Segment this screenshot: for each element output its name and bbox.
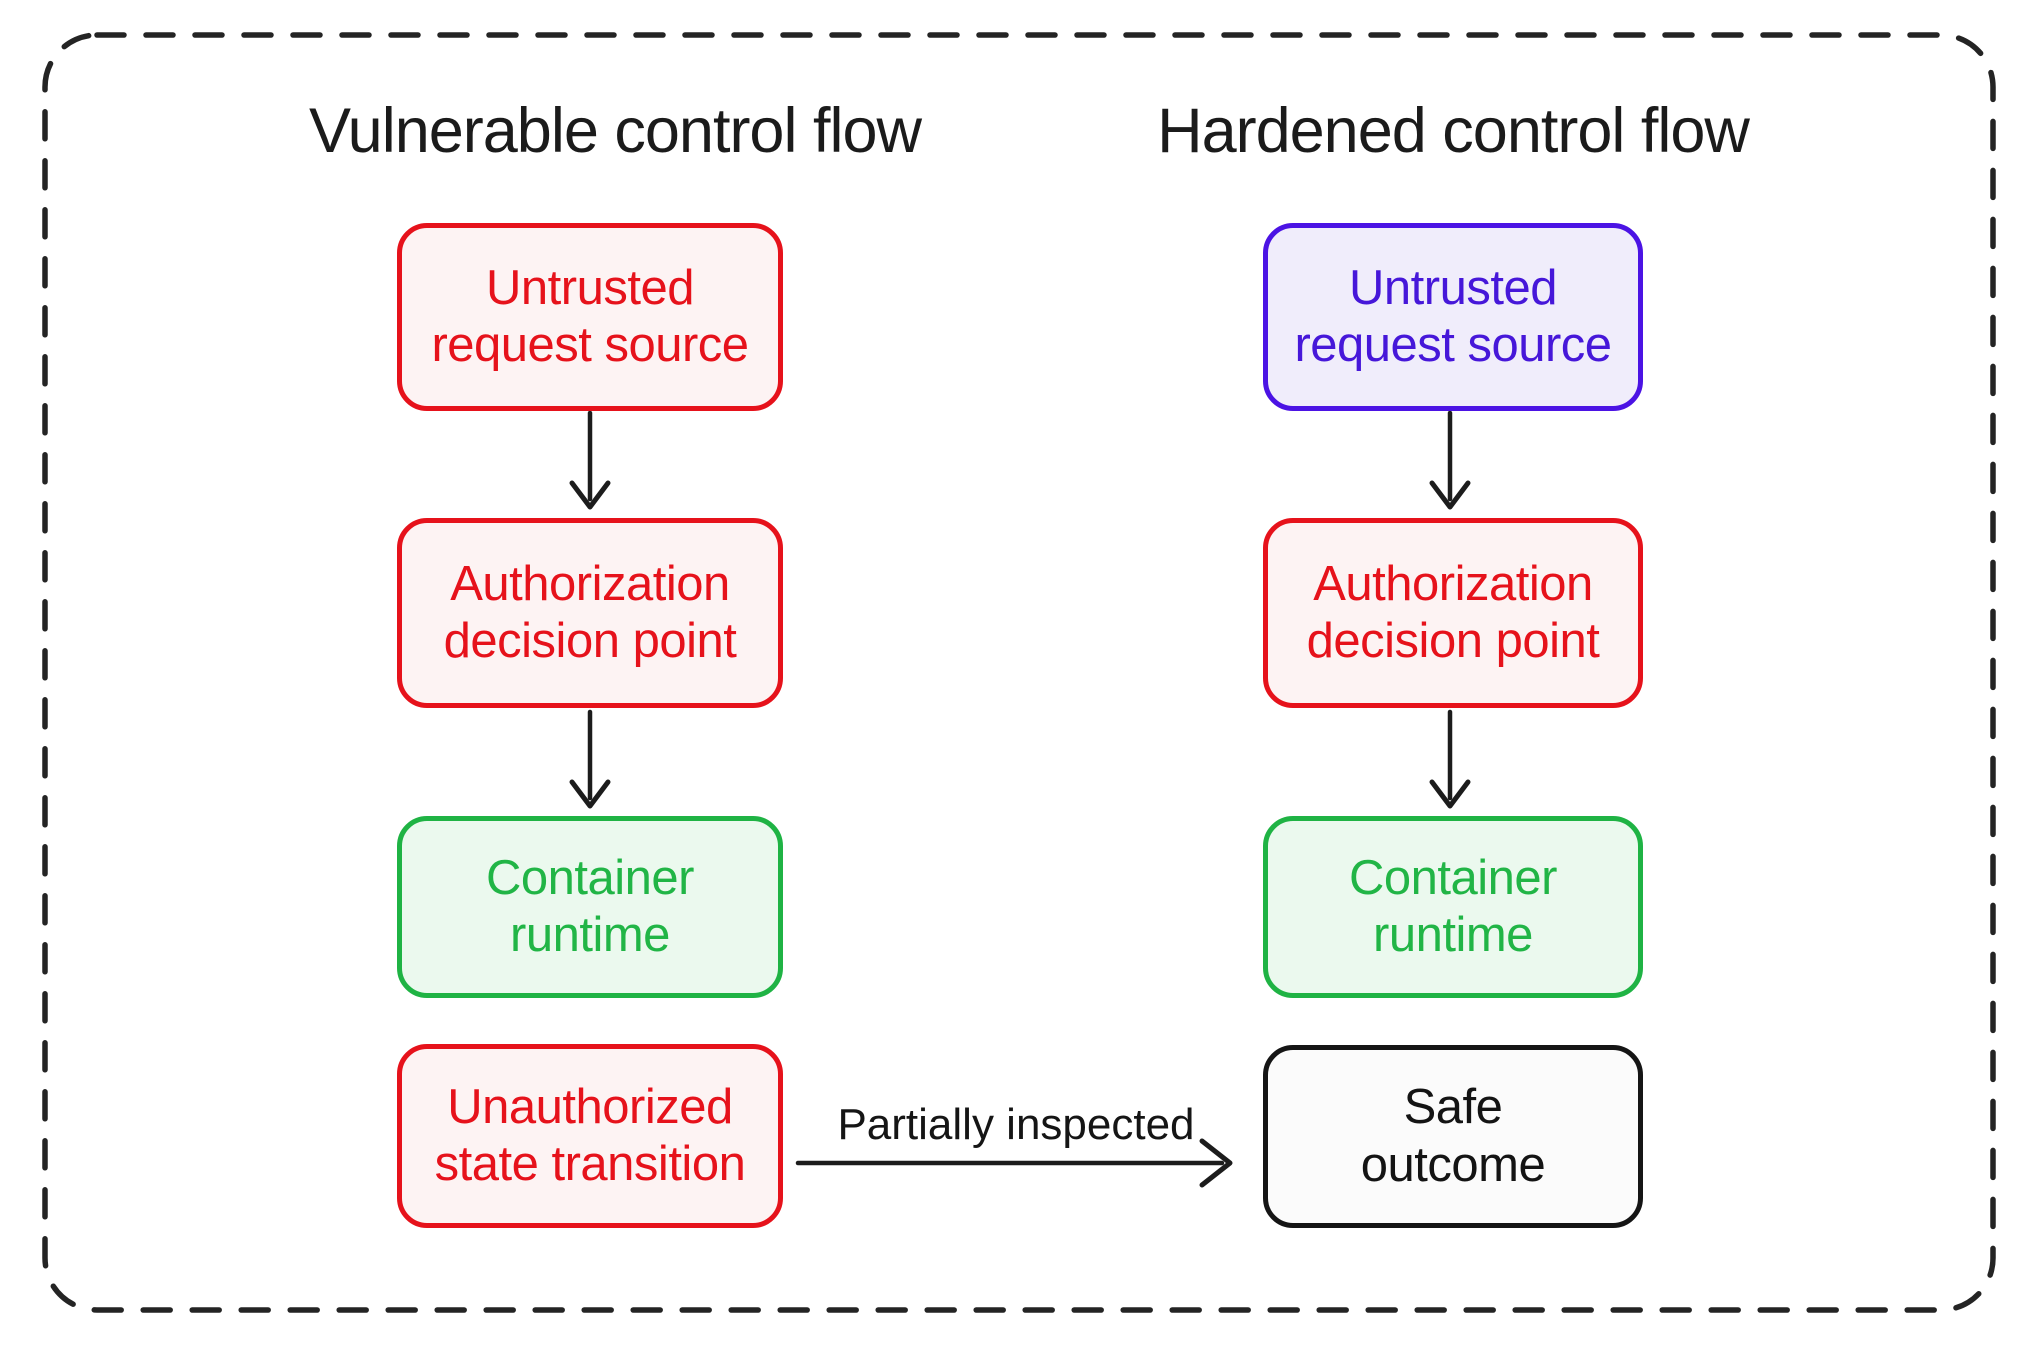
node-untrusted-request-source-left: Untrusted request source [397, 223, 783, 411]
node-label-line: request source [431, 318, 749, 372]
right-column-title: Hardened control flow [1157, 96, 1750, 166]
left-column-title: Vulnerable control flow [308, 96, 922, 166]
node-label-line: Unauthorized [447, 1079, 733, 1134]
node-untrusted-request-source-right: Untrusted request source [1263, 223, 1643, 411]
arrow-untrusted-to-authorization-right [1429, 410, 1471, 510]
node-label-line: Untrusted [486, 260, 694, 315]
node-label-line: outcome [1360, 1137, 1546, 1192]
node-label-line: runtime [1373, 908, 1533, 962]
arrow-authorization-to-runtime-right [1429, 709, 1471, 809]
node-authorization-decision-point-left: Authorization decision point [397, 518, 783, 708]
node-label-line: Authorization [1313, 556, 1593, 611]
arrow-untrusted-to-authorization-left [569, 410, 611, 510]
node-label-line: state transition [434, 1137, 746, 1191]
node-authorization-decision-point-right: Authorization decision point [1263, 518, 1643, 708]
node-label-line: decision point [1306, 614, 1600, 668]
node-container-runtime-left: Container runtime [397, 816, 783, 998]
node-label-line: Untrusted [1349, 260, 1557, 315]
node-label-line: Safe [1403, 1080, 1503, 1135]
node-label-line: runtime [510, 908, 670, 962]
node-unauthorized-state-transition: Unauthorized state transition [397, 1044, 783, 1228]
arrow-authorization-to-runtime-left [569, 709, 611, 809]
cross-arrow-label: Partially inspected [837, 1100, 1195, 1149]
node-label-line: Authorization [450, 556, 730, 611]
dashed-frame [42, 32, 1996, 1313]
node-safe-outcome: Safe outcome [1263, 1045, 1643, 1228]
node-container-runtime-right: Container runtime [1263, 816, 1643, 998]
arrow-unauthorized-to-safe-outcome [795, 1138, 1233, 1188]
node-label-line: Container [486, 850, 694, 905]
node-label-line: Container [1349, 850, 1557, 905]
node-label-line: request source [1294, 318, 1612, 372]
node-label-line: decision point [443, 614, 737, 668]
